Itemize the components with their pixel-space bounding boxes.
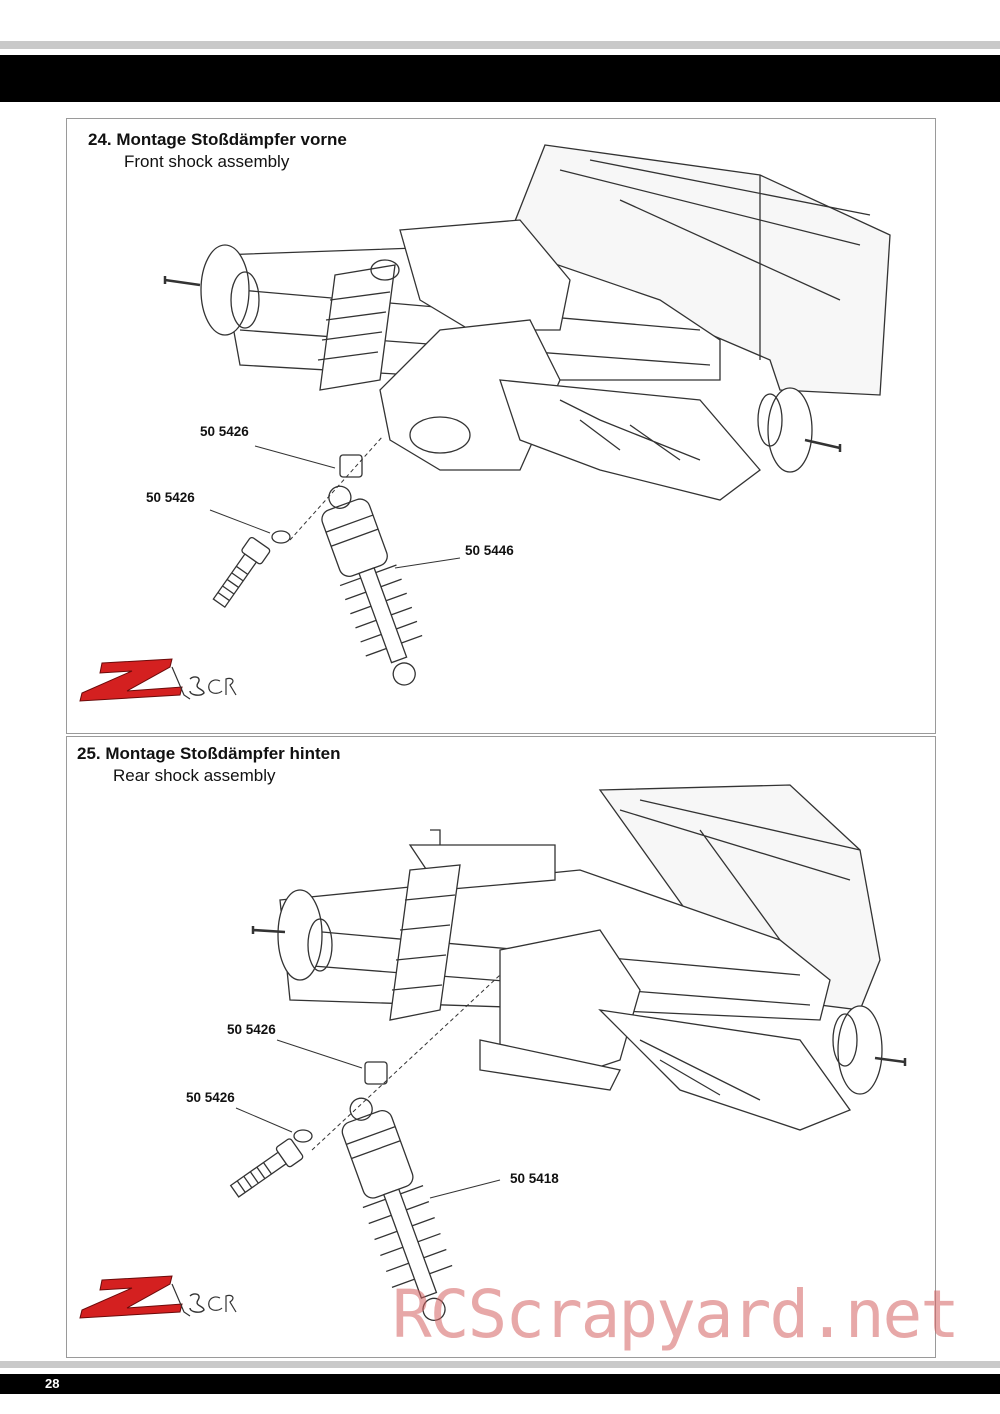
step-25-subtitle: Rear shock assembly: [113, 766, 276, 785]
header-bar: [0, 55, 1000, 102]
part-label-shock-rear: 50 5418: [510, 1171, 559, 1186]
z18cr-logo-icon: [79, 1275, 237, 1319]
z18cr-logo-icon: [79, 658, 237, 702]
part-label-washer: 50 5426: [146, 490, 195, 505]
step-24-title: 24. Montage Stoßdämpfer vorne: [88, 130, 347, 149]
bottom-rule: [0, 1361, 1000, 1368]
step-25-title: 25. Montage Stoßdämpfer hinten: [77, 744, 341, 763]
step-25-panel: [66, 736, 936, 1358]
part-label-washer-rear: 50 5426: [186, 1090, 235, 1105]
step-24-subtitle: Front shock assembly: [124, 152, 290, 171]
part-label-spacer: 50 5426: [200, 424, 249, 439]
part-label-shock: 50 5446: [465, 543, 514, 558]
page-number: 28: [45, 1376, 60, 1391]
top-rule: [0, 41, 1000, 49]
footer-bar: [0, 1374, 1000, 1394]
part-label-spacer-rear: 50 5426: [227, 1022, 276, 1037]
watermark: RCScrapyard.net: [392, 1276, 960, 1353]
